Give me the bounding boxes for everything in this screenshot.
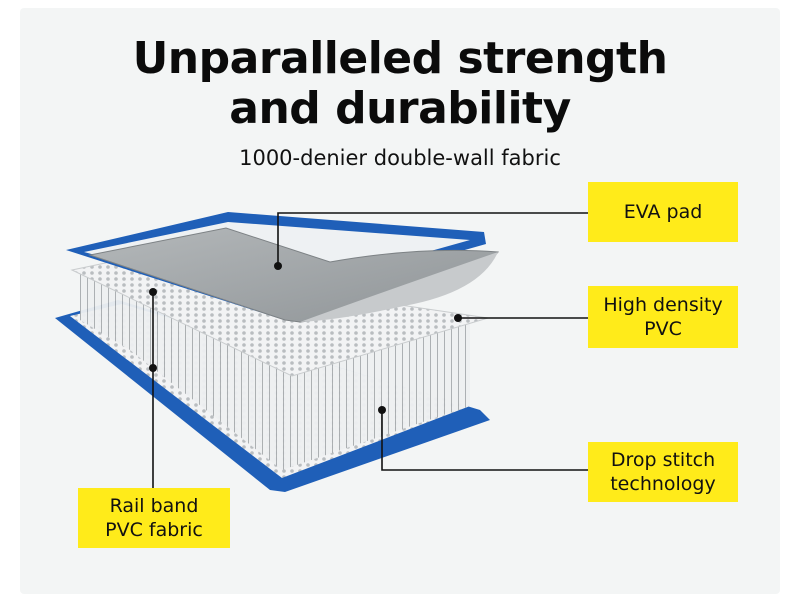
eva-pad-text: EVA pad <box>623 201 703 223</box>
page-subtitle: 1000-denier double-wall fabric <box>239 146 561 170</box>
rail-band-text: Rail band PVC fabric <box>105 495 203 541</box>
high-density-pvc-label: High density PVC <box>588 286 738 348</box>
drop-stitch-text: Drop stitch technology <box>610 449 716 495</box>
leader-lines <box>152 212 588 488</box>
eva-pad-label: EVA pad <box>588 182 738 242</box>
rail-band-label: Rail band PVC fabric <box>78 488 230 548</box>
drop-stitch-label: Drop stitch technology <box>588 442 738 502</box>
leader-dots <box>149 262 462 414</box>
high-density-pvc-text: High density PVC <box>603 294 723 340</box>
title-line-2: and durability <box>229 83 571 134</box>
page-title: Unparalleled strength and durability <box>0 34 800 134</box>
title-line-1: Unparalleled strength <box>132 33 668 84</box>
eva-pad-fold <box>300 252 498 322</box>
